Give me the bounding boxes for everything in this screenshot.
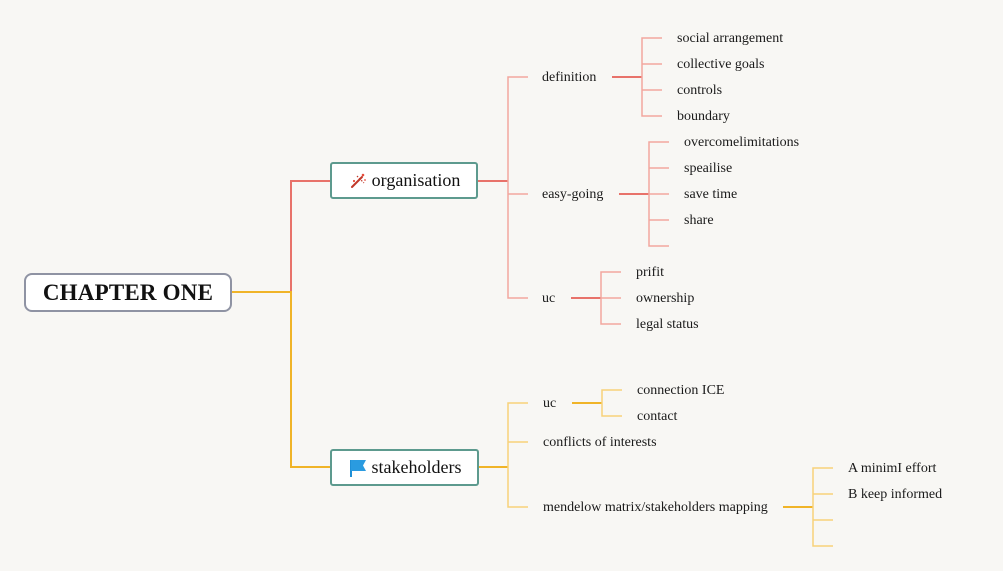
connector-org-uc-items [600,271,621,325]
connector-definition-items [641,37,662,117]
subtopic-conflicts-of-interests[interactable]: conflicts of interests [543,435,657,450]
connector-easy-going-items [648,141,669,247]
connector-stakeholders-subs [507,402,528,508]
organisation-label: organisation [371,170,461,190]
magic-wand-icon [348,171,368,191]
item-boundary[interactable]: boundary [677,109,730,124]
item-save-time[interactable]: save time [684,187,738,202]
item-prifit[interactable]: prifit [636,265,664,280]
item-ownership[interactable]: ownership [636,291,695,306]
subtopic-definition[interactable]: definition [542,70,597,85]
connector-mendelow-items [812,467,833,547]
item-social-arrangement[interactable]: social arrangement [677,31,784,46]
item-b-keep-informed[interactable]: B keep informed [848,487,943,502]
item-controls[interactable]: controls [677,83,723,98]
item-speailise[interactable]: speailise [684,161,733,176]
item-connection-ice[interactable]: connection ICE [637,383,725,398]
topic-stakeholders[interactable]: stakeholders [330,449,479,486]
subtopic-org-uc[interactable]: uc [542,291,556,306]
item-collective-goals[interactable]: collective goals [677,57,765,72]
connector-root-organisation [232,180,330,293]
subtopic-easy-going[interactable]: easy-going [542,187,604,202]
connector-organisation-subs [507,76,528,299]
item-contact[interactable]: contact [637,409,678,424]
stakeholders-label: stakeholders [371,457,462,477]
root-node[interactable]: CHAPTER ONE [24,273,232,312]
flag-icon [348,458,368,478]
connector-root-stakeholders [232,291,330,468]
item-share[interactable]: share [684,213,714,228]
connector-stk-uc-items [601,389,622,417]
topic-organisation[interactable]: organisation [330,162,478,199]
item-overcomelimitations[interactable]: overcomelimitations [684,135,800,150]
root-label: CHAPTER ONE [42,279,214,305]
item-legal-status[interactable]: legal status [636,317,699,332]
subtopic-stk-uc[interactable]: uc [543,396,557,411]
subtopic-mendelow-matrix[interactable]: mendelow matrix/stakeholders mapping [543,500,768,515]
item-a-minimal-effort[interactable]: A minimI effort [848,461,937,476]
